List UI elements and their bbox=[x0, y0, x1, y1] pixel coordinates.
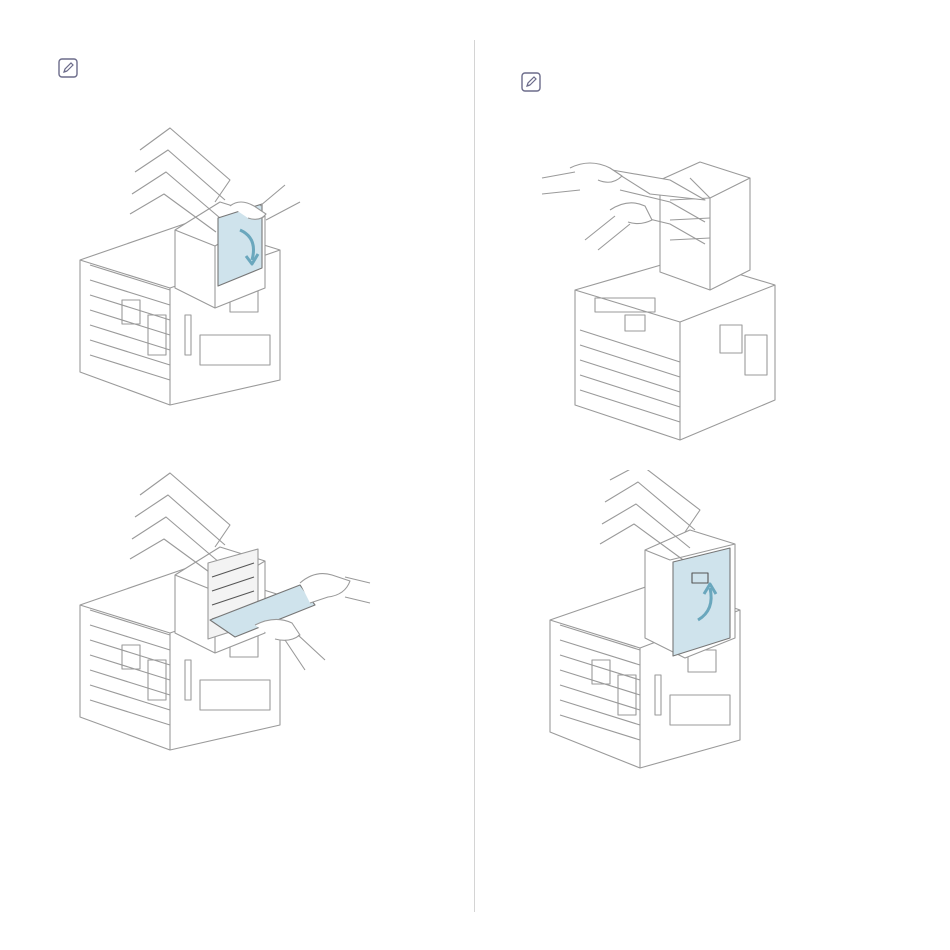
illustration-open-cover bbox=[70, 110, 310, 410]
illustration-remove-from-trays bbox=[540, 150, 780, 445]
note-pencil-icon bbox=[58, 58, 78, 78]
note-pencil-icon bbox=[521, 72, 541, 92]
column-divider bbox=[474, 40, 475, 912]
illustration-close-cover bbox=[540, 470, 750, 770]
illustration-pull-jammed-paper bbox=[70, 455, 380, 755]
